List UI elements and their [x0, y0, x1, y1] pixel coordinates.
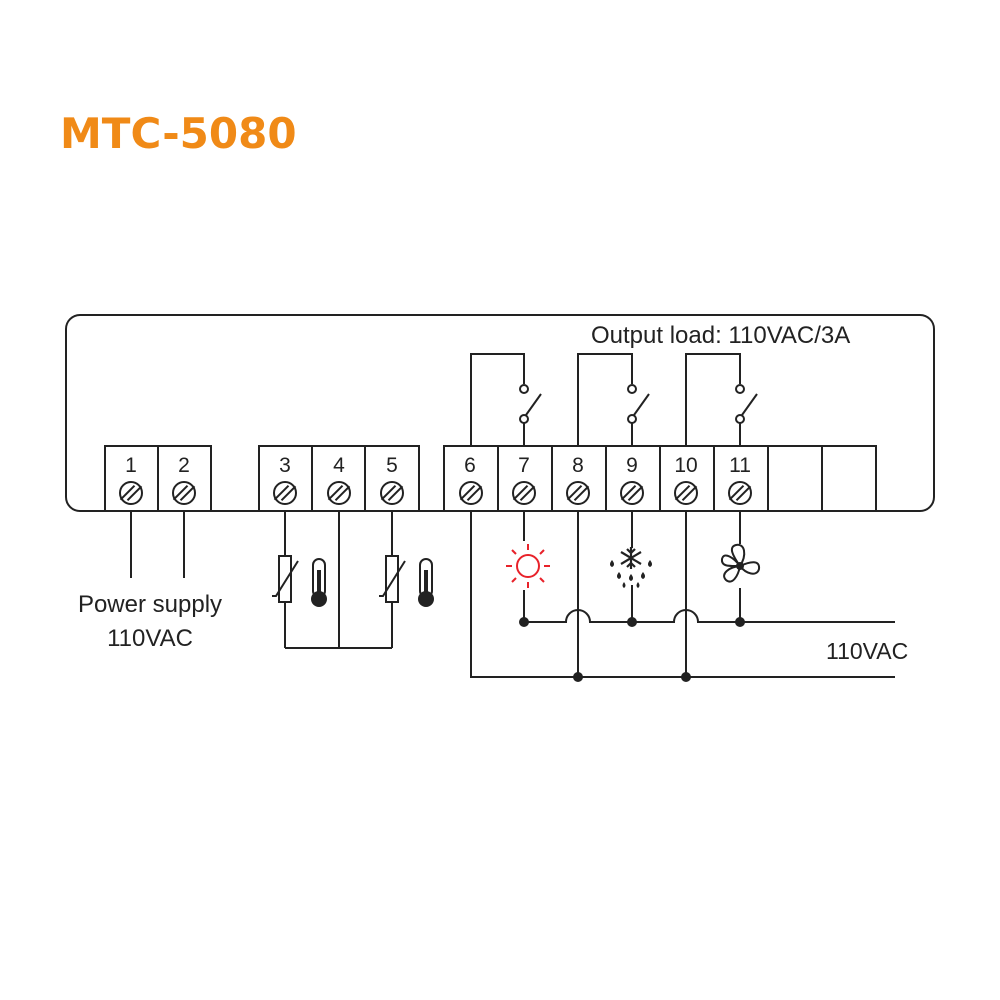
terminal-screw-5 — [380, 481, 404, 505]
power-supply-voltage-label: 110VAC — [107, 625, 193, 652]
cooling-icon — [610, 547, 652, 588]
terminal-11-label: 11 — [729, 454, 751, 477]
terminal-3-label: 3 — [279, 454, 291, 477]
terminal-8-label: 8 — [572, 454, 584, 477]
page-title: MTC-5080 — [60, 109, 297, 158]
sensor-wiring — [284, 511, 393, 649]
terminal-screw-4 — [327, 481, 351, 505]
terminal-screw-9 — [620, 481, 644, 505]
terminal-screw-11 — [728, 481, 752, 505]
power-supply-leads — [130, 511, 185, 578]
terminal-screw-3 — [273, 481, 297, 505]
terminal-screw-8 — [566, 481, 590, 505]
terminal-6-label: 6 — [464, 454, 476, 477]
supply-line-label: 110VAC — [826, 638, 908, 664]
terminal-block-power — [104, 445, 212, 512]
terminal-screw-2 — [172, 481, 196, 505]
terminal-2-label: 2 — [178, 454, 190, 477]
terminal-4-label: 4 — [333, 454, 345, 477]
relay-contacts — [470, 353, 758, 446]
thermistor-2-icon — [379, 555, 406, 603]
terminal-7-label: 7 — [518, 454, 530, 477]
terminal-screw-10 — [674, 481, 698, 505]
terminal-screws — [119, 481, 752, 505]
junction-dots — [519, 617, 745, 682]
terminal-1-label: 1 — [125, 454, 137, 477]
terminal-10-label: 10 — [674, 454, 697, 477]
terminal-screw-1 — [119, 481, 143, 505]
terminal-block-outputs — [443, 445, 877, 512]
terminal-screw-7 — [512, 481, 536, 505]
power-supply-label: Power supply — [78, 591, 222, 618]
thermometer-2-icon — [418, 558, 434, 607]
output-load-label: Output load: 110VAC/3A — [591, 322, 850, 349]
thermistor-1-icon — [272, 555, 299, 603]
terminal-5-label: 5 — [386, 454, 398, 477]
fan-icon — [720, 543, 761, 583]
heater-icon — [506, 544, 550, 588]
terminal-9-label: 9 — [626, 454, 638, 477]
thermometer-1-icon — [311, 558, 327, 607]
terminal-screw-6 — [459, 481, 483, 505]
